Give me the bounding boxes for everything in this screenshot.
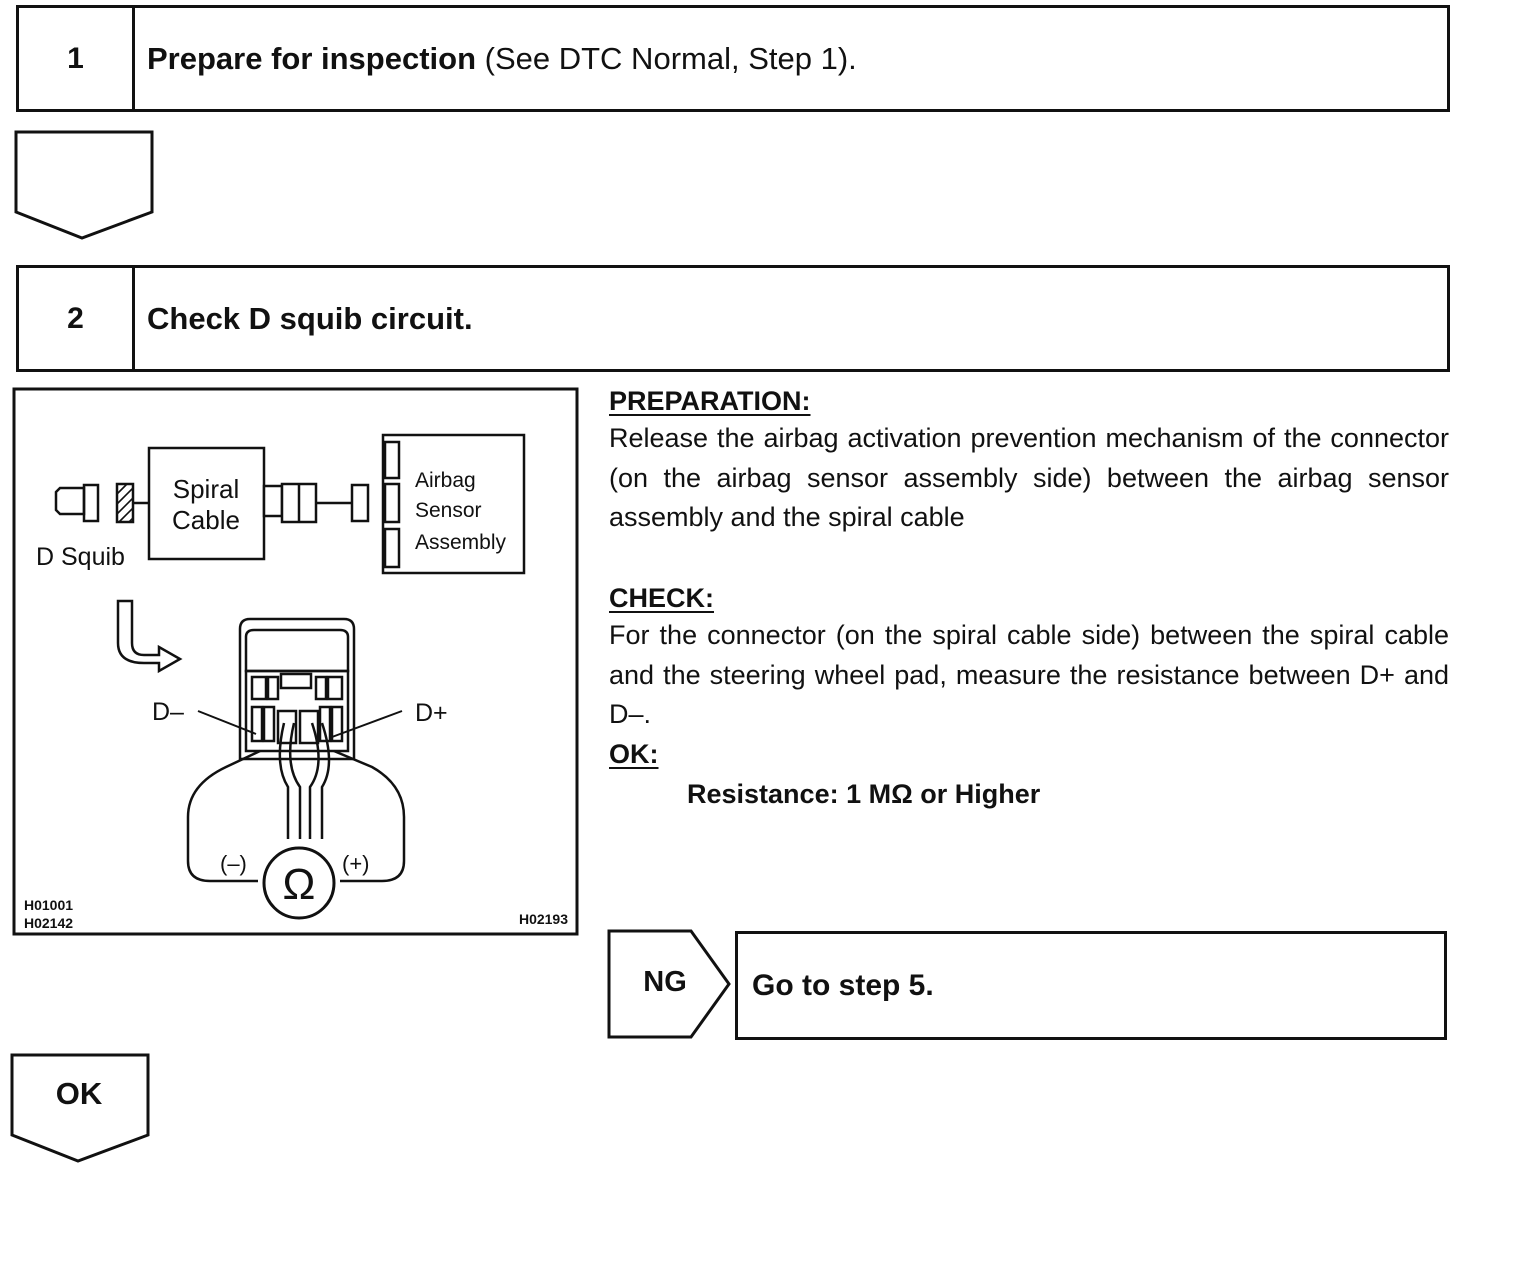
- step-1-title-bold: Prepare for inspection: [147, 40, 477, 76]
- figure-code-3: H02193: [519, 911, 568, 927]
- step-2-title: Check D squib circuit.: [147, 300, 473, 336]
- ohm-symbol: Ω: [283, 860, 316, 909]
- d-minus-label: D–: [152, 698, 184, 726]
- preparation-text: Release the airbag activation prevention…: [609, 423, 1449, 532]
- step-1-title: Prepare for inspection (See DTC Normal, …: [135, 41, 857, 77]
- minus-terminal-label: (–): [220, 851, 247, 876]
- ok-down-arrow: [10, 1053, 150, 1163]
- airbag-label-2: Sensor: [415, 499, 482, 522]
- ng-label: NG: [643, 966, 687, 998]
- d-squib-label: D Squib: [36, 543, 125, 571]
- squib-circuit-figure: Spiral Cable Airbag Sensor Assembly D Sq…: [12, 387, 579, 936]
- spiral-label-1: Spiral: [173, 474, 239, 504]
- step-1-title-rest: (See DTC Normal, Step 1).: [476, 40, 857, 76]
- ng-action-box: Go to step 5.: [735, 931, 1447, 1040]
- spiral-label-2: Cable: [172, 505, 240, 535]
- preparation-section: PREPARATION: Release the airbag activati…: [609, 383, 1449, 538]
- check-heading: CHECK:: [609, 583, 714, 613]
- ok-section: OK: Resistance: 1 MΩ or Higher: [609, 736, 1449, 814]
- airbag-label-3: Assembly: [415, 531, 507, 554]
- hatched-connector: [115, 482, 149, 524]
- check-text: For the connector (on the spiral cable s…: [609, 620, 1449, 729]
- plus-terminal-label: (+): [342, 851, 370, 876]
- probe-wires: [186, 722, 406, 883]
- figure-code-2: H02142: [24, 915, 73, 931]
- preparation-heading: PREPARATION:: [609, 386, 811, 416]
- ok-spec: Resistance: 1 MΩ or Higher: [687, 779, 1041, 809]
- d-minus-leader: [197, 710, 257, 735]
- figure-code-1: H01001: [24, 897, 73, 913]
- ok-heading: OK:: [609, 739, 659, 769]
- airbag-sensor-slots: [383, 440, 401, 569]
- d-plus-leader: [331, 710, 403, 738]
- step-1-number: 1: [19, 8, 135, 109]
- step-1-box: 1 Prepare for inspection (See DTC Normal…: [16, 5, 1450, 112]
- ok-arrow-label: OK: [55, 1076, 103, 1111]
- check-section: CHECK: For the connector (on the spiral …: [609, 580, 1449, 735]
- ng-arrow: [607, 929, 731, 1039]
- ohmmeter-icon: [262, 846, 336, 920]
- airbag-sensor-box: [381, 433, 526, 575]
- d-plus-label: D+: [415, 699, 448, 727]
- step-1-down-arrow: [14, 130, 154, 240]
- step-2-box: 2 Check D squib circuit.: [16, 265, 1450, 372]
- spiral-cable-box: [147, 446, 266, 561]
- d-squib-connector: [54, 483, 100, 523]
- step-2-number: 2: [19, 268, 135, 369]
- hook-arrow-icon: [116, 599, 183, 674]
- airbag-label-1: Airbag: [415, 469, 476, 492]
- connector-face: [238, 617, 356, 761]
- middle-connector: [262, 482, 370, 524]
- ng-action-text: Go to step 5.: [752, 968, 934, 1002]
